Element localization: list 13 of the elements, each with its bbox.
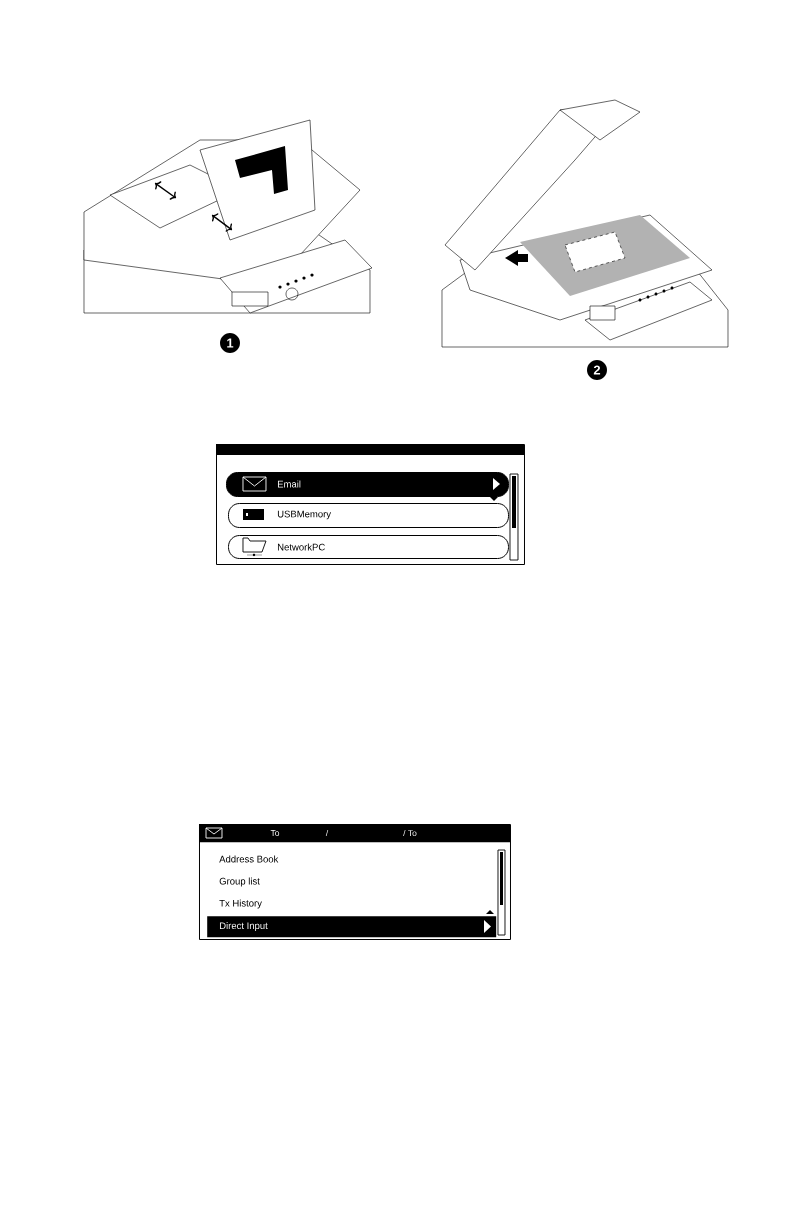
menu-item: Direct Input	[207, 916, 497, 938]
menu-item: Group list	[219, 877, 260, 887]
menu-item: NetworkPC	[228, 535, 509, 559]
menu-item: Address Book	[219, 855, 279, 863]
display-screen	[216, 444, 525, 565]
menu-item: USBMemory	[228, 503, 509, 528]
callout-number: 1	[220, 333, 240, 353]
title-bar: To / / To	[199, 825, 511, 843]
callout-number: 2	[587, 360, 607, 380]
node-label: /	[325, 829, 329, 837]
menu-item: Email	[226, 472, 509, 497]
node-label: To	[270, 830, 280, 836]
node-label: / To	[403, 829, 417, 837]
